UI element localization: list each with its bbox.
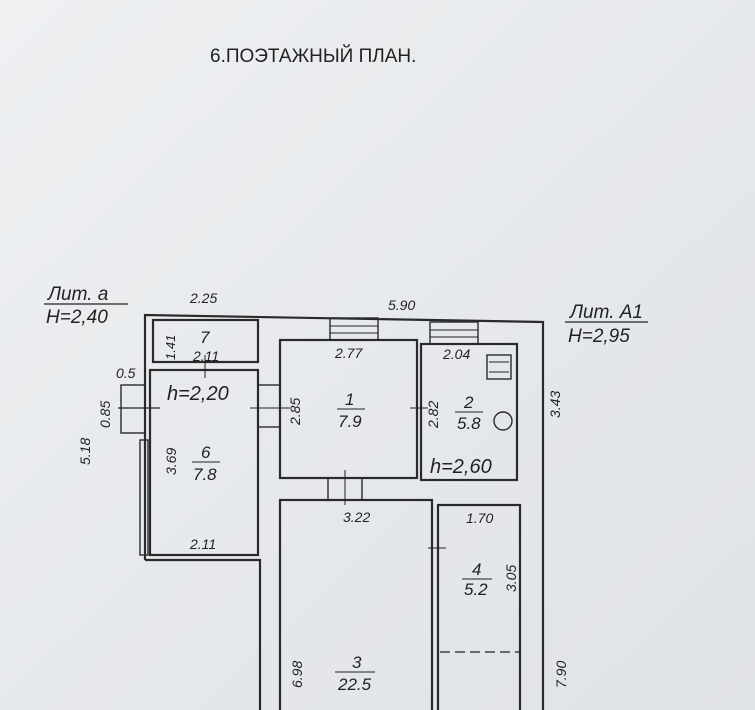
dim-porch-depth: 0.85 (97, 401, 113, 428)
room-1-width: 2.77 (334, 345, 363, 361)
room-4-area: 5.2 (464, 580, 488, 599)
door (204, 355, 446, 549)
room-3-width: 3.22 (343, 509, 370, 525)
dim-left-lower: 6.98 (289, 661, 305, 688)
room-6-number: 6 (201, 443, 211, 462)
dim-left-overall: 5.18 (77, 438, 93, 465)
room-2-area: 5.8 (457, 414, 481, 433)
dim-top-left: 2.25 (189, 290, 217, 306)
litera-a-label: Лит. а H=2,40 (44, 284, 128, 328)
room-1-depth: 2.85 (287, 398, 303, 426)
room-7-number: 7 (200, 328, 210, 347)
svg-text:H=2,40: H=2,40 (46, 307, 108, 328)
room-6-ceiling: h=2,20 (167, 383, 229, 405)
dim-porch-width: 0.5 (116, 365, 136, 381)
svg-text:H=2,95: H=2,95 (568, 326, 630, 347)
window (139, 439, 149, 556)
room-4-width: 1.70 (466, 510, 493, 526)
room-2-ceiling: h=2,60 (430, 456, 492, 478)
room-7-depth: 1.41 (163, 335, 178, 360)
room-1-number: 1 (345, 390, 354, 409)
room-6-depth: 3.69 (163, 448, 179, 475)
room-4-depth: 3.05 (503, 565, 519, 592)
litera-a1-label: Лит. А1 H=2,95 (565, 302, 648, 347)
dim-right-lower: 7.90 (553, 661, 569, 688)
room-3-number: 3 (352, 653, 362, 672)
page-title: 6.ПОЭТАЖНЫЙ ПЛАН. (210, 45, 416, 67)
window (329, 317, 379, 341)
room-3-area: 22.5 (337, 675, 372, 694)
sink-icon (493, 411, 513, 431)
window (429, 321, 479, 345)
porch (120, 384, 146, 434)
room-6 (148, 368, 260, 557)
room-2-number: 2 (463, 393, 474, 412)
svg-text:Лит. а: Лит. а (46, 284, 108, 305)
room-7-width: 2.11 (192, 348, 219, 364)
room-6-area: 7.8 (193, 465, 217, 484)
svg-text:Лит. А1: Лит. А1 (568, 302, 643, 323)
stove-icon (486, 354, 512, 380)
dim-top-overall: 5.90 (388, 297, 415, 313)
room-1-area: 7.9 (338, 412, 362, 431)
room-2-width: 2.04 (442, 346, 470, 362)
room-4-number: 4 (472, 560, 481, 579)
room-6-width-bottom: 2.11 (189, 536, 216, 552)
dim-right-upper: 3.43 (547, 391, 563, 418)
room-4 (436, 503, 522, 710)
room-2-depth: 2.82 (425, 401, 441, 429)
